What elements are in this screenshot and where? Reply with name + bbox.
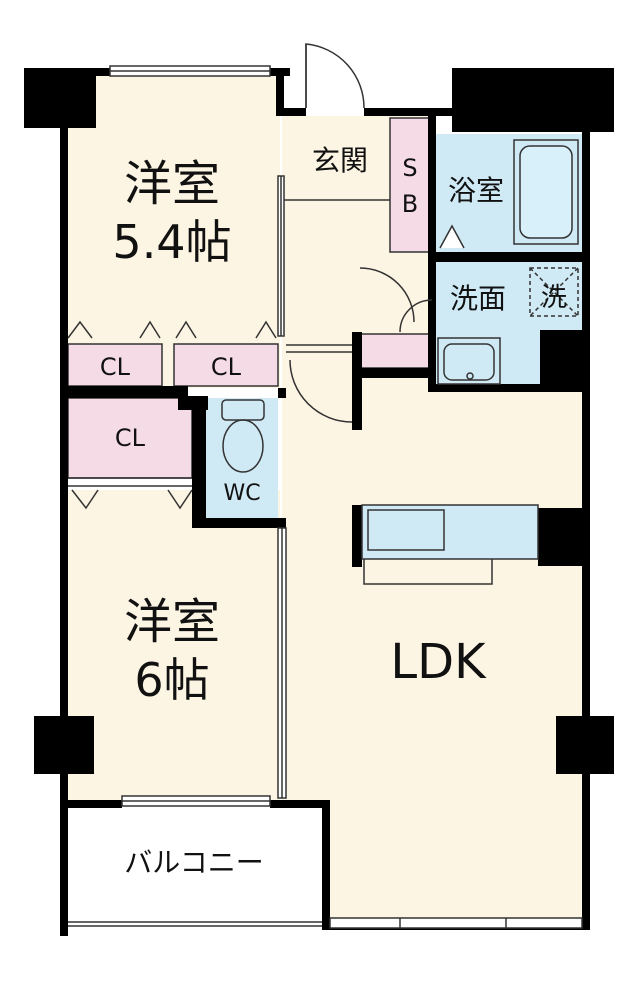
closet-3: [67, 397, 193, 479]
ldk-floor: [282, 380, 582, 920]
western-room-1-floor: [68, 76, 280, 338]
shoe-box: [389, 117, 431, 253]
storage-small: [359, 333, 431, 369]
toilet-floor: [206, 398, 278, 518]
ldk-label: LDK: [390, 634, 487, 690]
western-room-2-size: 6帖: [134, 653, 209, 707]
closet-1-label: CL: [100, 353, 131, 381]
closet-2: [173, 343, 279, 387]
shoe-box-label-b: B: [402, 190, 418, 218]
bath-label: 浴室: [448, 174, 504, 207]
washer-label: 洗: [541, 283, 567, 313]
western-room-1-name: 洋室: [124, 156, 220, 212]
washroom-label: 洗面: [450, 282, 506, 315]
closet-2-label: CL: [211, 353, 242, 381]
balcony-floor: [68, 808, 322, 926]
western-room-2-name: 洋室: [124, 594, 220, 650]
balcony-label: バルコニー: [124, 846, 263, 879]
western-room-2-floor: [68, 490, 280, 800]
entrance-label: 玄関: [312, 144, 368, 177]
western-room-1-size: 5.4帖: [112, 215, 231, 269]
shoe-box-label-s: S: [402, 154, 417, 182]
closet-3-label: CL: [115, 424, 146, 452]
toilet-label: WC: [223, 481, 260, 506]
